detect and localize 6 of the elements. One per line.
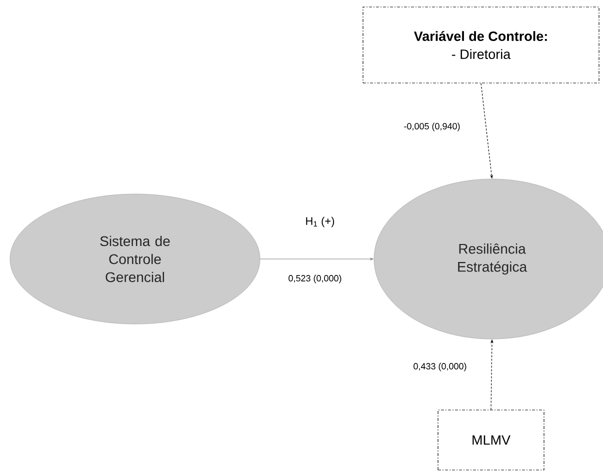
box: MLMV: [438, 410, 544, 470]
edge-label: 0,523 (0,000): [287, 274, 343, 284]
hypothesis-label: H$_{1}$ (+): [306, 216, 334, 228]
box: Variável de Controle: - Diretoria: [362, 6, 600, 84]
edge-label: 0,433 (0,000): [412, 362, 468, 372]
edge-label: -0,005 (0,940): [402, 122, 462, 132]
